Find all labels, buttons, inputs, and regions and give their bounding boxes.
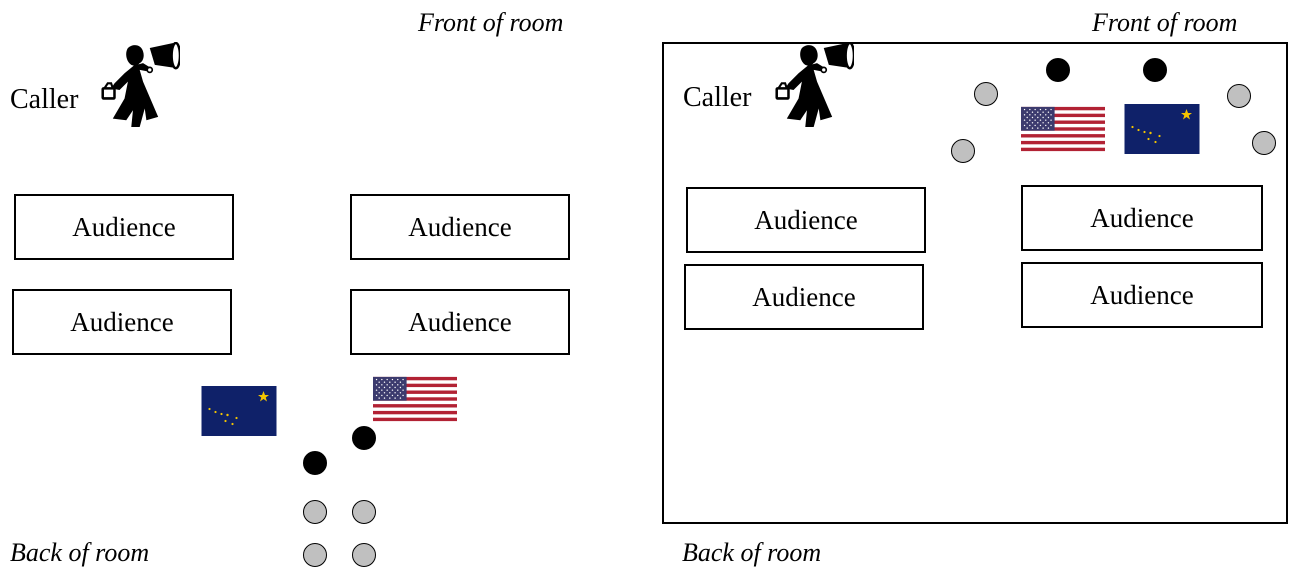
audience-label: Audience	[72, 211, 176, 242]
audience-label: Audience	[754, 204, 858, 235]
audience-box-left-2: Audience	[350, 194, 570, 260]
alaska-flag-icon	[1124, 104, 1200, 154]
gray-marcher-marker	[352, 543, 376, 567]
back-of-room-label-left: Back of room	[10, 538, 150, 567]
black-marcher-marker	[1046, 58, 1070, 82]
gray-marcher-marker	[1227, 84, 1251, 108]
audience-label: Audience	[408, 306, 512, 337]
audience-box-right-2: Audience	[1021, 185, 1263, 251]
black-marcher-marker	[303, 451, 327, 475]
gray-marcher-marker	[352, 500, 376, 524]
audience-label: Audience	[408, 211, 512, 242]
black-marcher-marker	[352, 426, 376, 450]
audience-box-left-3: Audience	[12, 289, 232, 355]
audience-box-left-1: Audience	[14, 194, 234, 260]
caller-icon	[770, 42, 854, 128]
room-outline	[662, 42, 1288, 524]
audience-box-right-1: Audience	[686, 187, 926, 253]
gray-marcher-marker	[303, 543, 327, 567]
front-of-room-label-right: Front of room	[1092, 8, 1238, 37]
caller-label-left: Caller	[10, 84, 79, 115]
us-flag-icon	[373, 376, 457, 422]
gray-marcher-marker	[1252, 131, 1276, 155]
audience-box-right-3: Audience	[684, 264, 924, 330]
alaska-flag-icon	[201, 386, 277, 436]
audience-box-left-4: Audience	[350, 289, 570, 355]
gray-marcher-marker	[951, 139, 975, 163]
audience-label: Audience	[1090, 202, 1194, 233]
audience-box-right-4: Audience	[1021, 262, 1263, 328]
audience-label: Audience	[70, 306, 174, 337]
audience-label: Audience	[1090, 279, 1194, 310]
gray-marcher-marker	[974, 82, 998, 106]
gray-marcher-marker	[303, 500, 327, 524]
audience-label: Audience	[752, 281, 856, 312]
black-marcher-marker	[1143, 58, 1167, 82]
us-flag-icon	[1021, 106, 1105, 152]
caller-icon	[96, 42, 180, 128]
caller-label-right: Caller	[683, 82, 752, 113]
back-of-room-label-right: Back of room	[682, 538, 822, 567]
front-of-room-label-left: Front of room	[418, 8, 564, 37]
